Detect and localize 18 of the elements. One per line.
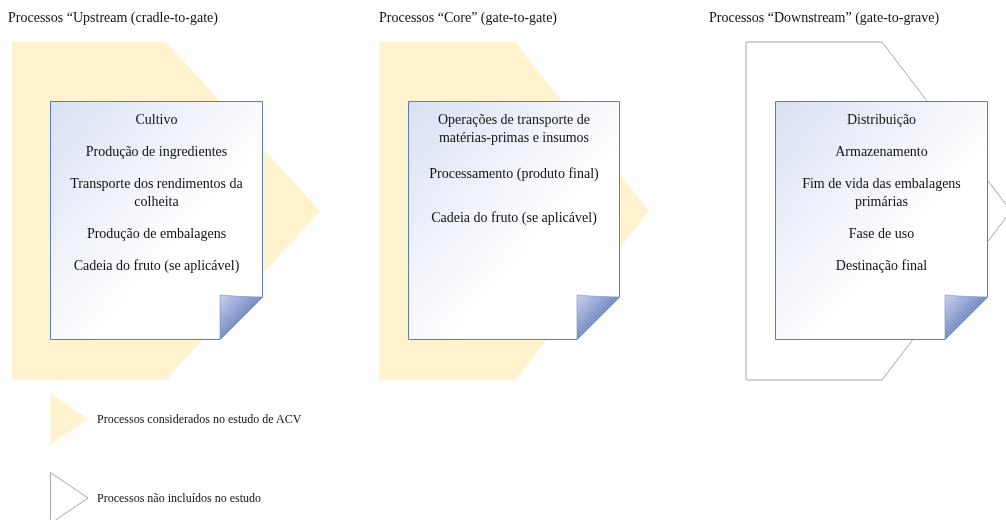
stage-heading: Processos “Core” (gate-to-gate) [379,9,558,27]
process-text: Produção de ingredientes [85,143,228,161]
process-text: Cultivo [135,111,178,129]
process-text: Cadeia do fruto (se aplicável) [73,257,240,275]
legend-text: Processos não incluídos no estudo [97,490,261,507]
process-text: Armazenamento [835,143,928,161]
process-text: Processamento (produto final) [429,165,599,183]
process-text: Fim de vida das embalagens primárias [801,175,962,211]
process-text: Operações de transporte de matérias-primas e insumos [437,111,591,147]
process-text: Distribuição [846,111,917,129]
process-text: Cadeia do fruto (se aplicável) [431,209,597,227]
process-text: Transporte dos rendimentos da colheita [69,175,244,211]
stage-heading: Processos “Upstream (cradle-to-gate) [8,9,218,27]
process-text: Produção de embalagens [86,225,227,243]
process-text: Destinação final [835,257,928,275]
process-text: Fase de uso [848,225,915,243]
legend-text: Processos considerados no estudo de ACV [97,411,302,428]
stage-heading: Processos “Downstream” (gate-to-grave) [709,9,940,27]
